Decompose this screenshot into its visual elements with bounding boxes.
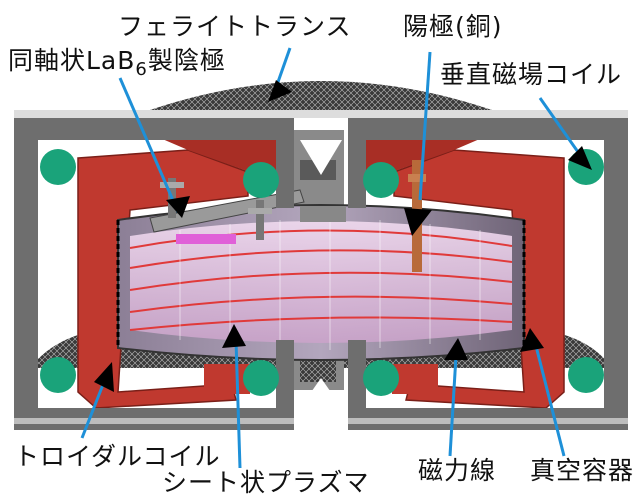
top-mesh-dome [150,81,492,110]
pointer-lines [80,47,580,469]
label-cathode: 同軸状LaB6製陰極 [8,48,226,79]
label-cathode-sub: 6 [135,59,148,80]
label-vertical-coil: 垂直磁場コイル [440,60,623,89]
label-field-lines: 磁力線 [418,456,497,485]
cathode-assembly [149,178,346,244]
vertical-field-coils [40,149,604,396]
label-sheet-plasma: シート状プラズマ [162,468,370,497]
arrowheads [94,80,592,392]
label-cathode-prefix: 同軸状LaB [8,46,136,75]
label-toroidal-coil: トロイダルコイル [14,442,221,471]
label-ferrite-transformer: フェライトトランス [118,12,352,41]
label-cathode-suffix: 製陰極 [147,46,226,75]
label-anode: 陽極(銅) [403,12,503,41]
label-vacuum-vessel: 真空容器 [530,456,635,485]
